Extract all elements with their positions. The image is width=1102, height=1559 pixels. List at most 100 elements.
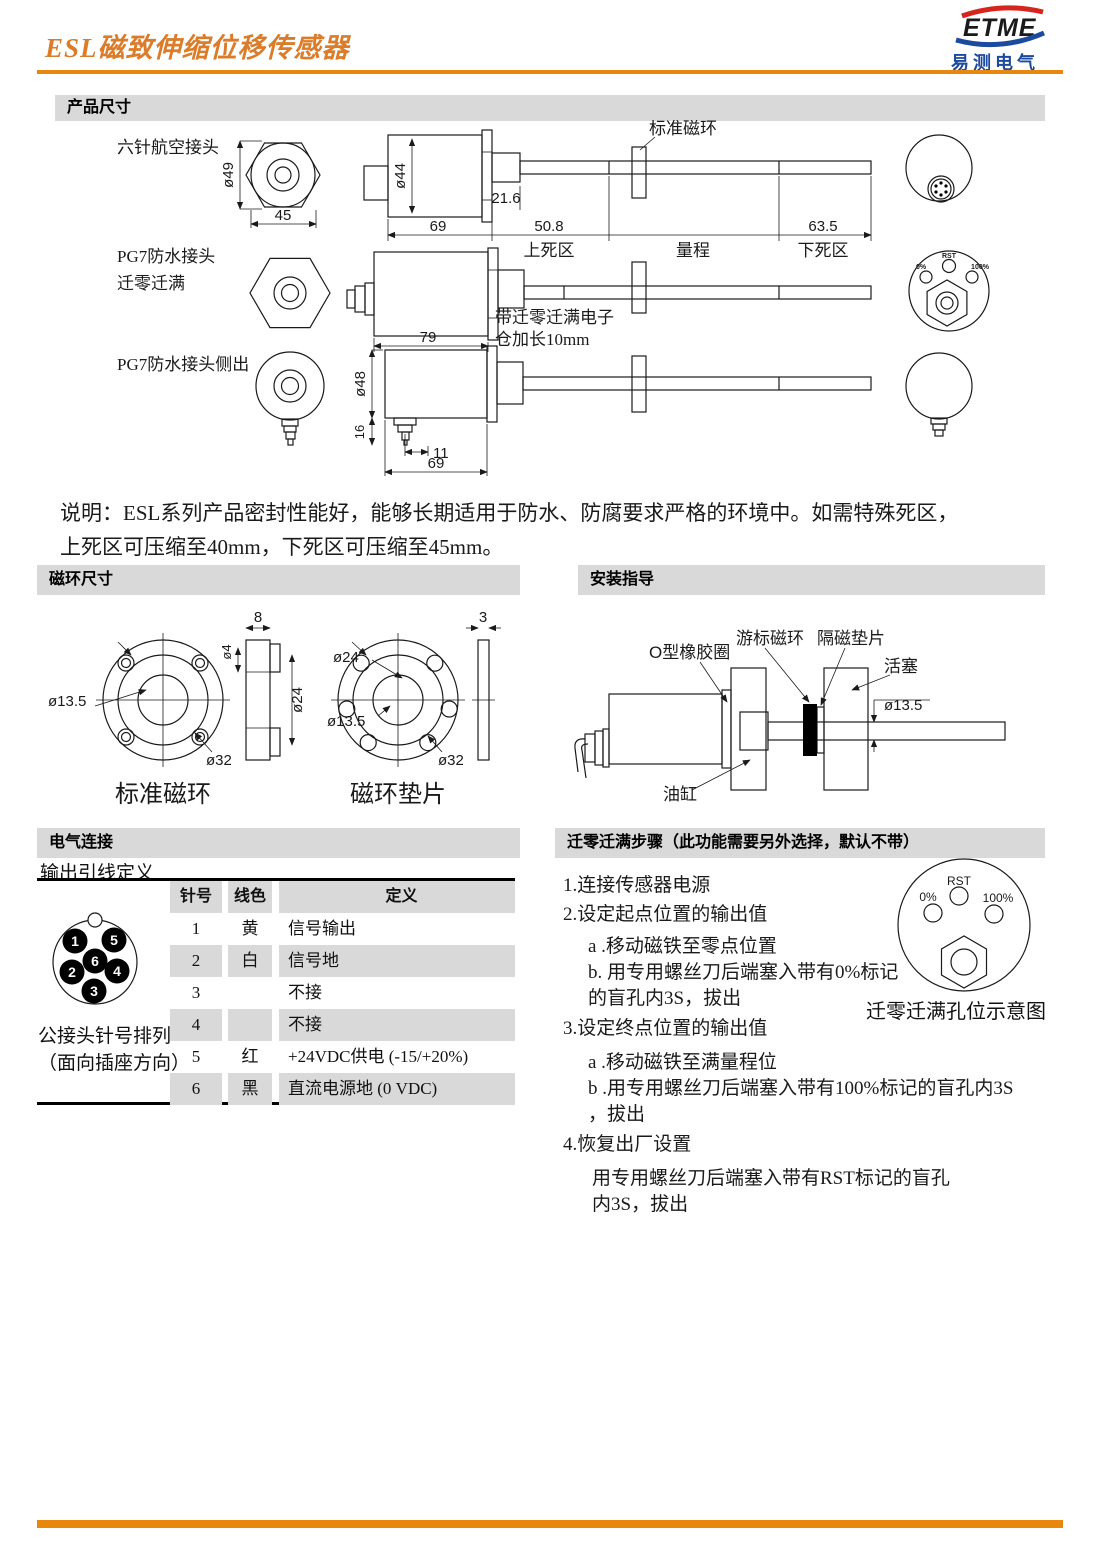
product-dimension-drawing: 六针航空接头 ø49 45 ø44 21.6 (117, 120, 990, 476)
dim-row3-gland-offset: 11 (433, 445, 449, 462)
pin-number: 5 (191, 1047, 201, 1066)
row2-note-2: 仓加长10mm (495, 330, 589, 349)
adjust-step: 内3S，拔出 (592, 1194, 689, 1215)
pin-3: 3 (90, 983, 98, 999)
dim-upper-dead: 50.8 (534, 218, 563, 235)
row3-end-view (905, 352, 973, 437)
pin-number: 4 (170, 1009, 222, 1041)
page-title: ESL磁致伸缩位移传感器 (45, 33, 350, 63)
pin-table-row-5: 5 红 +24VDC供电 (-15/+20%) (170, 1041, 516, 1073)
row1-front-view: ø49 45 (220, 140, 321, 228)
dim-row2-body-length: 79 (420, 329, 437, 346)
dim-front-width: 45 (275, 207, 292, 224)
pin-number: 2 (170, 945, 222, 977)
pin-definition: 不接 (279, 1009, 515, 1041)
adjust-step: 2.设定起点位置的输出值 (563, 904, 768, 925)
dim-front-diameter: ø49 (220, 162, 237, 188)
table-top-border (37, 878, 515, 881)
adjust-step: 3.设定终点位置的输出值 (563, 1018, 768, 1039)
standard-ring-caption: 标准磁环 (115, 781, 211, 808)
std-ring-outer-dim: ø32 (206, 752, 232, 769)
row2-side-view: 79 带迁零迁满电子 仓加长10mm (346, 247, 872, 352)
logo-brand-text: ETME (963, 14, 1037, 42)
note-line-1: 说明：ESL系列产品密封性能好，能够长期适用于防水、防腐要求严格的环境中。如需特… (60, 501, 959, 525)
standard-ring-label: 标准磁环 (649, 120, 717, 138)
row1-label: 六针航空接头 (117, 138, 219, 157)
row1-end-view (905, 134, 973, 203)
section-electrical-label: 电气连接 (49, 834, 114, 851)
spacer-bore-dim: ø13.5 (327, 713, 365, 730)
dim-row3-gland-height: 16 (352, 425, 367, 439)
table-bottom-border (37, 1102, 515, 1105)
range-label: 量程 (676, 241, 710, 260)
dim-body-length: 69 (430, 218, 447, 235)
pin-table-row-6: 6 黑 直流电源地 (0 VDC) (170, 1073, 516, 1105)
dim-body-diameter: ø44 (392, 163, 409, 189)
col-header-definition: 定义 (279, 881, 515, 913)
pin-5: 5 (110, 932, 118, 948)
standard-ring-side: ø4 8 ø24 (219, 609, 306, 761)
dim-row3-body-length: 69 (428, 455, 445, 472)
hole-rst-label: RST (947, 874, 972, 888)
adjust-step: a .移动磁铁至满量程位 (588, 1052, 777, 1073)
company-logo: ETME (955, 5, 1045, 48)
lower-dead-label: 下死区 (798, 241, 849, 260)
std-ring-hub-dim: ø24 (289, 687, 306, 713)
header-rule (37, 70, 1063, 74)
section-adjust: 迁零迁满步骤（此功能需要另外选择，默认不带） (555, 828, 1045, 858)
row3-side-view: ø48 16 11 69 (352, 345, 872, 476)
section-ring-dimensions: 磁环尺寸 (37, 565, 520, 595)
spacer-thickness-dim: 3 (479, 609, 487, 626)
isolation-spacer-label: 隔磁垫片 (817, 629, 885, 648)
row2-label-2: 迁零迁满 (117, 274, 185, 293)
std-ring-width-dim: 8 (254, 609, 262, 626)
adjust-step: a .移动磁铁至零点位置 (588, 936, 777, 957)
pin-2: 2 (68, 964, 76, 980)
logo-red-swoosh (961, 5, 1044, 19)
pin-number: 3 (191, 983, 201, 1002)
footer-rule (37, 1520, 1063, 1528)
pin-definition: 信号输出 (288, 919, 356, 938)
adjust-step: 4.恢复出厂设置 (563, 1134, 692, 1155)
piston-label: 活塞 (884, 657, 918, 676)
section-install-label: 安装指导 (590, 571, 655, 588)
col-header-pin: 针号 (170, 881, 222, 913)
adjust-step: 的盲孔内3S，拔出 (588, 988, 742, 1009)
adjust-step: b .用专用螺丝刀后端塞入带有100%标记的盲孔内3S (588, 1078, 1014, 1099)
pin-number: 1 (191, 919, 201, 938)
pin-6: 6 (91, 953, 99, 969)
pin-table-row-2: 2 白 信号地 (170, 945, 516, 977)
pin-definition: 信号地 (279, 945, 515, 977)
section-rings-label: 磁环尺寸 (49, 571, 114, 588)
row2-front-view (249, 257, 331, 329)
wire-color: 红 (241, 1047, 259, 1066)
dim-row3-body-diameter: ø48 (352, 371, 369, 397)
wire-color: 黑 (228, 1073, 272, 1105)
wire-color (228, 1009, 272, 1041)
adjust-step: 用专用螺丝刀后端塞入带有RST标记的盲孔 (592, 1168, 950, 1189)
pin-table-row-1: 1 黄 信号输出 (170, 913, 516, 945)
ring-dimension-drawing: ø13.5 ø32 ø4 8 ø24 标准磁环 (48, 609, 501, 808)
spacer-outer-dim: ø32 (438, 752, 464, 769)
spacer-ring-caption: 磁环垫片 (350, 781, 446, 808)
connector-notch (87, 912, 103, 928)
section-electrical: 电气连接 (37, 828, 520, 858)
spacer-hub-dim: ø24 (333, 649, 359, 666)
adjust-step: b. 用专用螺丝刀后端塞入带有0%标记 (588, 962, 899, 983)
row3-front-view (255, 351, 325, 446)
upper-dead-label: 上死区 (524, 241, 575, 260)
installation-drawing: O型橡胶圈 游标磁环 隔磁垫片 活塞 ø13.5 油缸 (574, 629, 1006, 804)
row3-label: PG7防水接头侧出 (117, 355, 249, 374)
logo-blue-swoosh (955, 30, 1045, 48)
pin-4: 4 (113, 963, 121, 979)
row1-side-view: ø44 21.6 标准磁环 69 50.8 63.5 上死区 量程 (363, 120, 872, 260)
section-product-dimensions: 产品尺寸 (55, 95, 1045, 121)
spacer-ring-front: ø24 ø13.5 ø32 (327, 633, 465, 769)
connector-caption-1: 公接头针号排列 (38, 1026, 172, 1047)
pin-number: 6 (170, 1073, 222, 1105)
pin-table-header-row: 针号 线色 定义 (170, 881, 516, 913)
hole-full-label: 100% (983, 891, 1014, 905)
connector-caption-2: （面向插座方向） (38, 1053, 191, 1074)
row2-note-1: 带迁零迁满电子 (495, 308, 614, 327)
